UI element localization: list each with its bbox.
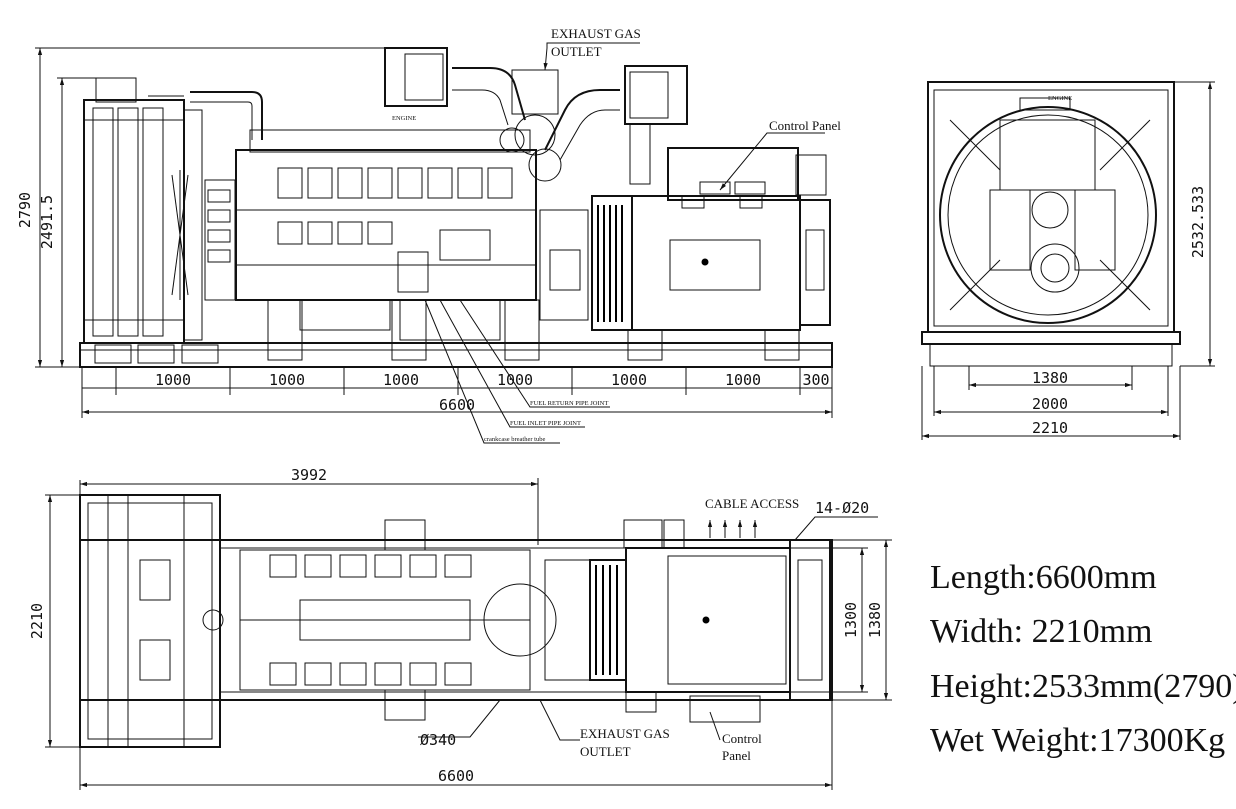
dim-segment-5: 1000 (611, 371, 647, 389)
dim-segment-3: 1000 (383, 371, 419, 389)
side-elevation-view (79, 47, 833, 368)
dim-plan-w-a: 1300 (842, 602, 860, 638)
dim-segment-2: 1000 (269, 371, 305, 389)
cable-access-label: CABLE ACCESS (705, 496, 799, 511)
spec-height: Height:2533mm(2790) (930, 668, 1236, 705)
spec-width: Width: 2210mm (930, 613, 1152, 650)
dim-segment-4: 1000 (497, 371, 533, 389)
exhaust-label-bottom-line1: EXHAUST GAS (580, 726, 670, 741)
spec-length: Length:6600mm (930, 559, 1157, 596)
dim-segment-7: 300 (802, 371, 829, 389)
side-dimensions (35, 47, 833, 418)
spec-weight: Wet Weight:17300Kg (930, 722, 1225, 759)
exhaust-label-top-line2: OUTLET (551, 44, 602, 59)
dim-plan-w-b: 1380 (866, 602, 884, 638)
dim-length-side: 6600 (439, 396, 475, 414)
dim-end-w2: 2000 (1032, 395, 1068, 413)
dim-end-w3: 2210 (1032, 419, 1068, 437)
dim-plan-length: 6600 (438, 767, 474, 785)
dim-end-height: 2532.533 (1189, 186, 1207, 258)
end-elevation-view (921, 81, 1181, 367)
dim-end-w1: 1380 (1032, 369, 1068, 387)
crankcase-label: crankcase breather tube (484, 436, 545, 443)
dim-plan-offset: 3992 (291, 466, 327, 484)
exhaust-label-bottom-line2: OUTLET (580, 744, 631, 759)
dim-height-body: 2491.5 (38, 195, 56, 249)
dim-segment-6: 1000 (725, 371, 761, 389)
engine-tag-side: ENGINE (392, 115, 416, 122)
plan-dimensions (45, 478, 892, 790)
exhaust-label-top-line1: EXHAUST GAS (551, 26, 641, 41)
control-label-bottom-line1: Control (722, 731, 762, 746)
fuel-return-label: FUEL RETURN PIPE JOINT (530, 400, 608, 407)
holes-label: 14-Ø20 (815, 499, 869, 517)
end-dimensions (921, 81, 1215, 440)
fuel-inlet-label: FUEL INLET PIPE JOINT (510, 420, 581, 427)
plan-view (79, 494, 833, 748)
dim-segment-1: 1000 (155, 371, 191, 389)
plan-annotations (418, 516, 878, 741)
engine-tag-end: ENGINE (1048, 95, 1072, 102)
dim-height-total: 2790 (16, 192, 34, 228)
dim-plan-width: 2210 (28, 603, 46, 639)
control-label-bottom-line2: Panel (722, 748, 751, 763)
control-panel-label-side: Control Panel (769, 118, 841, 133)
diameter-label: Ø340 (420, 731, 456, 749)
